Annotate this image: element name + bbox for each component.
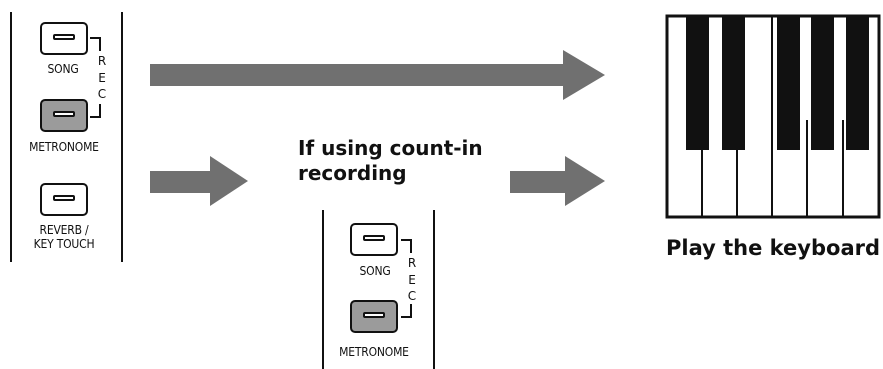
metronome-button-indicator [53, 111, 75, 117]
reverb-key-touch-button[interactable] [40, 183, 88, 216]
metronome-button-label: METRONOME [29, 140, 99, 154]
count-in-rec-bracket-top [401, 239, 412, 253]
count-in-metronome-button[interactable] [350, 300, 398, 333]
reverb-label-line1: REVERB / [39, 223, 89, 237]
count-in-rec-letter-e: E [408, 273, 416, 287]
long-arrow [150, 50, 605, 100]
rec-bracket-top [90, 37, 101, 51]
left-panel-divider-right [121, 12, 123, 262]
reverb-label-line2: KEY TOUCH [33, 237, 95, 251]
count-in-caption: If using count-in recording [298, 136, 483, 186]
count-in-rec-letter-r: R [407, 256, 417, 270]
rec-letter-e: E [98, 71, 106, 85]
play-keyboard-caption: Play the keyboard [666, 236, 881, 260]
count-in-metronome-label: METRONOME [339, 345, 409, 359]
rec-letter-r: R [97, 54, 107, 68]
black-key [811, 16, 834, 150]
short-arrow-right [510, 156, 605, 206]
middle-panel-divider-left [322, 210, 324, 369]
caption-line-1: If using count-in [298, 136, 483, 160]
middle-panel-divider-right [433, 210, 435, 369]
count-in-song-button[interactable] [350, 223, 398, 256]
song-button-label: SONG [47, 62, 79, 76]
count-in-rec-bracket-bottom [401, 304, 412, 318]
black-key [846, 16, 869, 150]
rec-letter-c: C [97, 87, 107, 101]
black-key [777, 16, 800, 150]
metronome-button[interactable] [40, 99, 88, 132]
short-arrow-left [150, 156, 248, 206]
black-key [686, 16, 709, 150]
count-in-rec-letter-c: C [407, 289, 417, 303]
count-in-song-indicator [363, 235, 385, 241]
song-button-indicator [53, 34, 75, 40]
black-key [722, 16, 745, 150]
song-button[interactable] [40, 22, 88, 55]
caption-line-2: recording [298, 161, 407, 185]
count-in-song-label: SONG [359, 264, 391, 278]
count-in-metronome-indicator [363, 312, 385, 318]
left-panel-divider-left [10, 12, 12, 262]
rec-bracket-bottom [90, 104, 101, 118]
black-keys [686, 16, 869, 150]
reverb-button-indicator [53, 195, 75, 201]
